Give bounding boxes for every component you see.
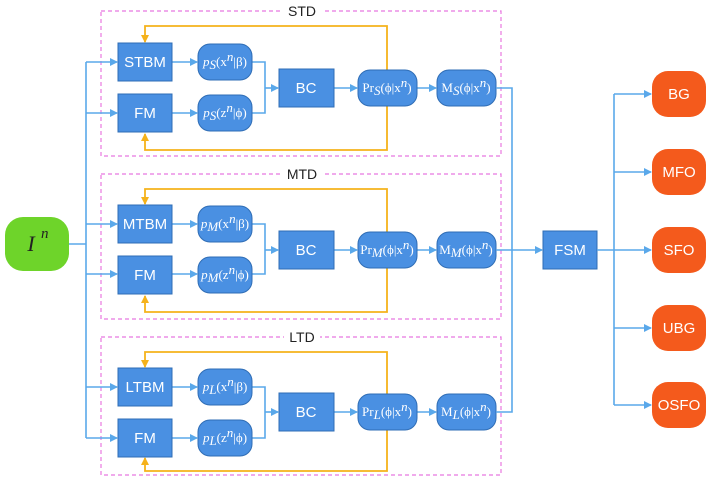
std-posterior	[357, 69, 418, 107]
mtd-combiner-label: BC	[296, 242, 317, 259]
output-node-sfo	[652, 227, 706, 273]
output-label-osfo: OSFO	[658, 397, 701, 414]
std-feature-label: FM	[134, 105, 156, 122]
fusion-box	[542, 230, 598, 270]
std-posterior-text: PrS(ϕ|xn)	[362, 75, 411, 98]
ltd-likelihood-feature-text: pL(zn|ϕ)	[202, 425, 247, 448]
mtd-likelihood-model	[197, 205, 253, 243]
std-combiner-label: BC	[296, 80, 317, 97]
ltd-model-label: LTBM	[126, 379, 165, 396]
std-group: STBM FM pS(xn|β) pS(zn|ϕ) BC PrS(ϕ|xn) M…	[117, 25, 497, 151]
output-label-bg: BG	[668, 86, 690, 103]
mtd-model-label: MTBM	[123, 216, 167, 233]
mtd-posterior	[357, 231, 418, 269]
mtd-feature-box	[117, 255, 173, 295]
ltd-combiner-box	[278, 392, 335, 432]
mtd-model-box	[117, 204, 173, 244]
ltd-combiner-label: BC	[296, 404, 317, 421]
std-likelihood-feature-text: pS(zn|ϕ)	[202, 100, 246, 123]
fusion-label: FSM	[554, 242, 586, 259]
std-membership-text: MS(ϕ|xn)	[441, 75, 490, 98]
output-node-osfo	[652, 382, 706, 428]
std-feature-box	[117, 93, 173, 133]
ltd-posterior-text: PrL(ϕ|xn)	[362, 399, 412, 422]
std-combiner-box	[278, 68, 335, 108]
mtd-group: MTBM FM pM(xn|β) pM(zn|ϕ) BC PrM(ϕ|xn) M…	[117, 188, 497, 313]
input-node	[5, 217, 69, 271]
std-likelihood-model	[197, 43, 253, 81]
std-likelihood-model-text: pS(xn|β)	[202, 49, 247, 72]
ltd-group-title: LTD	[289, 329, 314, 345]
input-superscript: n	[41, 226, 49, 242]
output-node-bg	[652, 71, 706, 117]
ltd-feature-box	[117, 418, 173, 458]
input-label: I	[26, 231, 36, 256]
std-model-box	[117, 42, 173, 82]
ltd-model-box	[117, 367, 173, 407]
ltd-posterior	[357, 393, 418, 431]
mtd-membership-text: MM(ϕ|xn)	[439, 237, 493, 260]
output-label-mfo: MFO	[662, 164, 695, 181]
mtd-feature-label: FM	[134, 267, 156, 284]
output-label-sfo: SFO	[664, 242, 695, 259]
output-label-ubg: UBG	[663, 320, 696, 337]
std-likelihood-feature	[197, 94, 253, 132]
mtd-likelihood-model-text: pM(xn|β)	[200, 211, 249, 234]
mtd-likelihood-feature	[197, 256, 253, 294]
ltd-likelihood-model	[197, 368, 253, 406]
std-group-title: STD	[288, 3, 316, 19]
ltd-feature-label: FM	[134, 430, 156, 447]
ltd-likelihood-feature	[197, 419, 253, 457]
output-node-mfo	[652, 149, 706, 195]
mtd-likelihood-feature-text: pM(zn|ϕ)	[200, 262, 249, 285]
output-node-ubg	[652, 305, 706, 351]
mtd-combiner-box	[278, 230, 335, 270]
mtd-posterior-text: PrM(ϕ|xn)	[360, 237, 414, 260]
ltd-membership-text: ML(ϕ|xn)	[441, 399, 491, 422]
ltd-likelihood-model-text: pL(xn|β)	[202, 374, 248, 397]
mtd-group-title: MTD	[287, 166, 317, 182]
ltd-group: LTBM FM pL(xn|β) pL(zn|ϕ) BC PrL(ϕ|xn) M…	[117, 351, 497, 472]
std-model-label: STBM	[124, 54, 166, 71]
